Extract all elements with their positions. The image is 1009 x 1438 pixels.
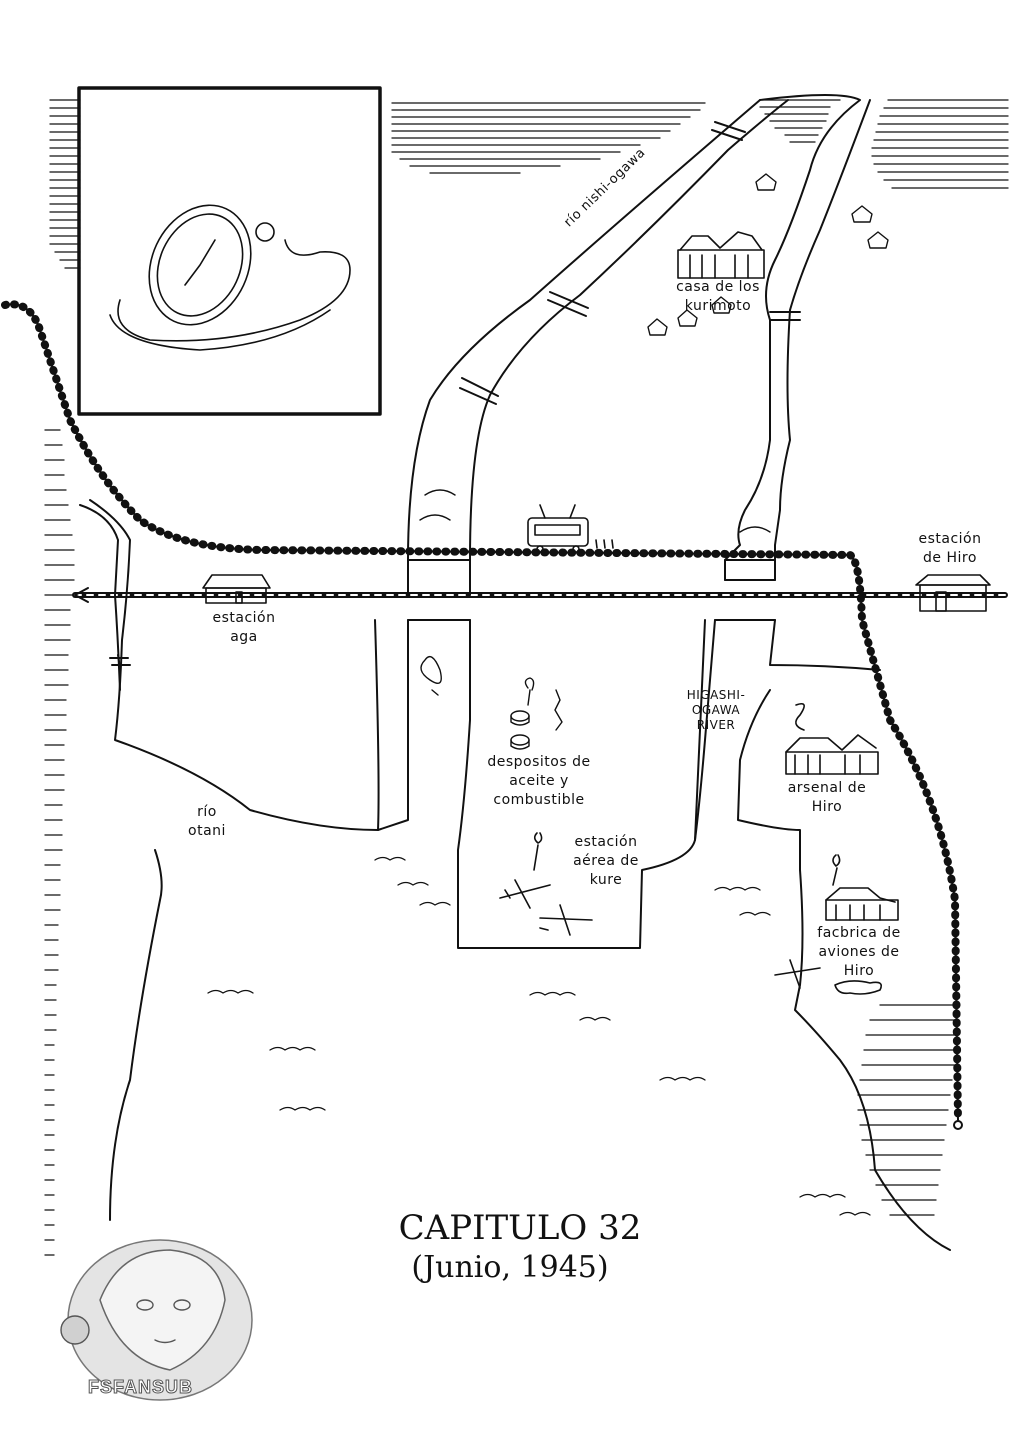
label-estacion-aga: estación aga	[212, 610, 276, 645]
house-kurimoto-icon	[677, 231, 765, 279]
watermark-text: FSFANSUB	[87, 1377, 194, 1398]
bridge	[459, 377, 499, 405]
peninsula-hatching	[857, 1004, 961, 1216]
station-icon	[202, 574, 991, 612]
label-estacion-aerea: estación aérea de kure	[573, 834, 639, 888]
sea-hatching-top	[49, 99, 1009, 269]
higashi-ogawa-river-left	[724, 94, 861, 581]
inset-frame	[77, 86, 382, 416]
chapter-title: CAPITULO 32	[398, 1208, 642, 1248]
label-higashi-ogawa: HIGASHI- OGAWA RIVER	[686, 688, 746, 732]
house-icon	[647, 173, 889, 336]
coast-hatching-left	[44, 429, 75, 1256]
label-rio-otani: río otani	[188, 804, 226, 839]
airplane-icon	[499, 832, 821, 989]
sea-waves	[207, 856, 871, 1216]
chapter-date: (Junio, 1945)	[411, 1250, 609, 1285]
tram-line	[4, 303, 959, 1121]
label-arsenal: arsenal de Hiro	[787, 780, 867, 815]
factory-icon	[785, 702, 899, 995]
label-depositos: despositos de aceite y combustible	[487, 754, 591, 808]
train-car-icon	[527, 504, 614, 553]
label-fabrica: facbrica de aviones de Hiro	[817, 925, 901, 979]
label-casa-kurimoto: casa de los kurimoto	[676, 279, 760, 314]
tank-icon	[420, 656, 563, 750]
pocket-watch-icon	[109, 204, 351, 351]
nishi-ogawa-river-left-bank	[407, 99, 761, 596]
label-estacion-hiro: estación de Hiro	[918, 531, 982, 566]
otani-river-left	[89, 499, 379, 831]
